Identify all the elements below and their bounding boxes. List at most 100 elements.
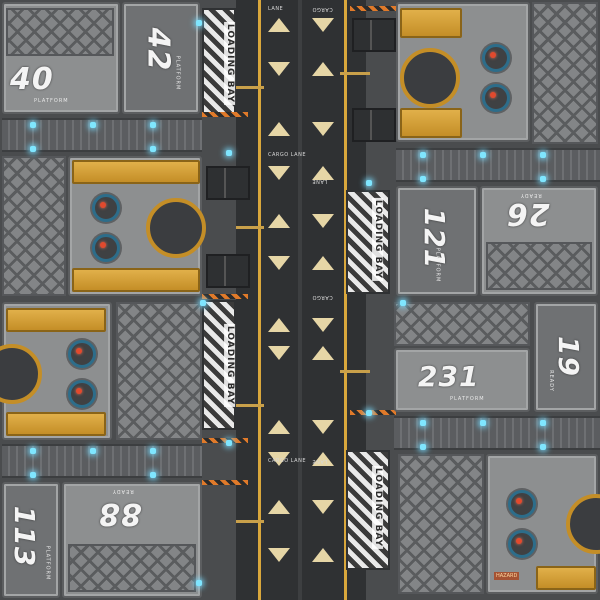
- cyan-light: [150, 472, 156, 478]
- lane-text-6: CARGO LANE: [268, 458, 307, 464]
- lane-chevron: [312, 18, 334, 32]
- lane-chevron: [312, 62, 334, 76]
- lane-chevron: [268, 256, 290, 270]
- dock-yellow-top-left: [72, 160, 200, 184]
- dock-yellow-top-right: [400, 8, 462, 38]
- lane-text-7: LANE: [312, 458, 328, 464]
- lane-chevron: [268, 500, 290, 514]
- cyan-light: [366, 410, 372, 416]
- lane-edge-left: [258, 0, 261, 600]
- lane-chevron: [312, 420, 334, 434]
- platform-113-pad: [2, 482, 60, 598]
- red-button-1[interactable]: [92, 194, 120, 222]
- lane-chevron: [268, 420, 290, 434]
- pipe-2: [340, 72, 370, 75]
- lane-chevron: [312, 452, 334, 466]
- lane-divider: [298, 0, 302, 600]
- red-button-8[interactable]: [508, 530, 536, 558]
- lane-text-4: LANE: [312, 178, 328, 184]
- pipe-3: [236, 226, 264, 229]
- cyan-light: [196, 580, 202, 586]
- hazard-strip-4: [350, 410, 396, 415]
- loading-bay-4-label: LOADING BAY: [372, 465, 384, 550]
- cyan-light: [480, 152, 486, 158]
- truss-tr-2: [486, 242, 592, 290]
- red-button-4[interactable]: [482, 84, 510, 112]
- lane-chevron: [312, 166, 334, 180]
- platform-40-number: 40: [10, 62, 54, 97]
- cyan-light: [200, 300, 206, 306]
- platform-40-caption: PLATFORM: [34, 98, 69, 104]
- red-button-5[interactable]: [68, 340, 96, 368]
- conveyor-tr: [396, 148, 600, 182]
- cyan-light: [400, 300, 406, 306]
- lane-chevron: [312, 318, 334, 332]
- red-button-2[interactable]: [92, 234, 120, 262]
- lane-chevron: [268, 318, 290, 332]
- platform-113-caption: PLATFORM: [44, 545, 51, 581]
- dock-pad-right: [400, 48, 460, 108]
- cyan-light: [30, 448, 36, 454]
- hazard-strip-3: [202, 294, 248, 299]
- cyan-light: [30, 122, 36, 128]
- cyan-light: [150, 146, 156, 152]
- dock-pad-left: [146, 198, 206, 258]
- platform-19-number: 19: [551, 336, 585, 377]
- red-button-6[interactable]: [68, 380, 96, 408]
- platform-231-caption: PLATFORM: [450, 396, 485, 402]
- loading-bay-1-label: LOADING BAY: [224, 21, 236, 106]
- lane-chevron: [268, 166, 290, 180]
- cyan-light: [540, 420, 546, 426]
- cyan-light: [420, 152, 426, 158]
- dock-yellow-bl-bottom: [6, 412, 106, 436]
- lane-chevron: [268, 452, 290, 466]
- platform-26-caption: READY: [520, 192, 542, 198]
- lane-chevron: [312, 500, 334, 514]
- crate-1: [352, 18, 396, 52]
- cyan-light: [540, 152, 546, 158]
- lane-chevron: [268, 214, 290, 228]
- lane-text-5: CARGO: [312, 294, 333, 300]
- cyan-light: [90, 122, 96, 128]
- hazard-strip-5: [202, 438, 248, 443]
- platform-42-pad: [122, 2, 200, 114]
- lane-chevron: [268, 18, 290, 32]
- crate-3: [206, 166, 250, 200]
- platform-88-caption: READY: [112, 488, 134, 494]
- cyan-light: [150, 448, 156, 454]
- truss-tl-1: [6, 8, 114, 56]
- truss-bl-1: [116, 302, 202, 440]
- red-button-7[interactable]: [508, 490, 536, 518]
- lane-chevron: [312, 346, 334, 360]
- pipe-4: [236, 404, 264, 407]
- lane-chevron: [268, 346, 290, 360]
- platform-26-number: 26: [506, 196, 550, 231]
- cyan-light: [540, 176, 546, 182]
- platform-231-pad: [394, 348, 530, 412]
- cyan-light: [540, 444, 546, 450]
- red-button-3[interactable]: [482, 44, 510, 72]
- cyan-light: [366, 180, 372, 186]
- lane-chevron: [268, 548, 290, 562]
- cyan-light: [30, 146, 36, 152]
- lane-chevron: [312, 256, 334, 270]
- lane-chevron: [268, 122, 290, 136]
- hazard-strip-1: [202, 112, 248, 117]
- platform-231-number: 231: [418, 360, 480, 393]
- cyan-light: [226, 440, 232, 446]
- platform-19-pad: [534, 302, 598, 412]
- platform-42-caption: PLATFORM: [174, 55, 181, 91]
- platform-121-caption: PLATFORM: [434, 247, 441, 283]
- platform-121-pad: [396, 186, 478, 296]
- lane-chevron: [312, 122, 334, 136]
- cyan-light: [196, 20, 202, 26]
- truss-tr-1: [532, 2, 598, 144]
- cyan-light: [226, 150, 232, 156]
- loading-bay-2: [346, 190, 390, 294]
- lane-text-2: CARGO: [312, 6, 333, 12]
- cyan-light: [420, 444, 426, 450]
- loading-bay-4: [346, 450, 390, 570]
- truss-tl-2: [2, 156, 66, 296]
- lane-chevron: [312, 214, 334, 228]
